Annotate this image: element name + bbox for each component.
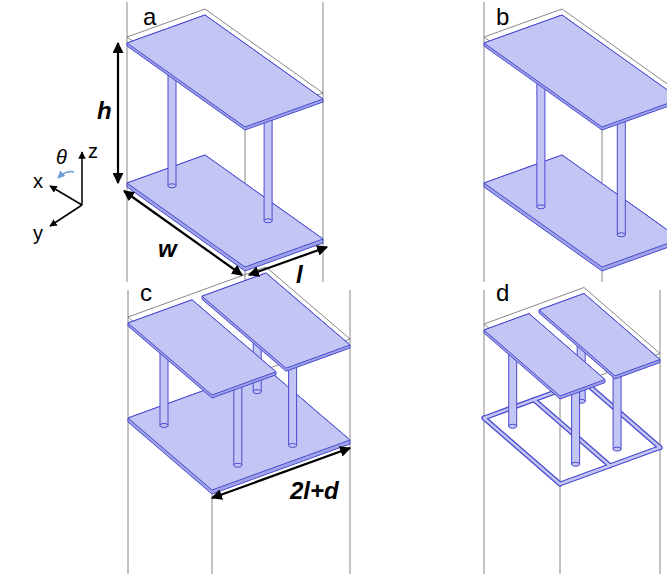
via-base — [253, 390, 261, 394]
panel-letter: b — [496, 4, 509, 30]
dimension-arrow — [124, 191, 242, 275]
dimension-label: h — [97, 98, 112, 124]
plate-edge — [127, 15, 323, 130]
ground-strip-edge — [584, 382, 660, 448]
unit-cell — [484, 2, 667, 282]
dimension-label: w — [158, 236, 177, 262]
dimension-arrow — [249, 247, 327, 275]
x-axis — [50, 186, 82, 205]
axis-label: x — [33, 170, 43, 192]
angle-arrow — [58, 172, 74, 178]
unit-cell — [127, 2, 323, 282]
dimension-label: l — [296, 262, 303, 288]
via-base — [537, 205, 545, 209]
metal-plate — [202, 273, 350, 368]
via-base — [572, 462, 580, 466]
ground-strip — [484, 418, 560, 484]
cell-boundary — [128, 290, 129, 574]
metal-plate — [539, 294, 660, 376]
ground-strip — [584, 382, 660, 448]
unit-cell — [484, 288, 660, 574]
z-axis — [81, 152, 83, 205]
metal-plate — [484, 15, 667, 127]
angle-label: θ — [56, 146, 67, 168]
dimension-arrows — [118, 43, 350, 498]
dimension-label: 2l+d — [290, 478, 339, 504]
via-pillar — [537, 70, 545, 207]
unit-cell — [128, 267, 350, 574]
panel-letter: a — [143, 4, 156, 30]
via-base — [234, 463, 242, 467]
via-base — [289, 443, 297, 447]
plate-edge — [539, 294, 660, 379]
plate-edge — [202, 273, 350, 371]
panel-letter: c — [140, 280, 152, 306]
via-base — [617, 233, 625, 237]
via-base — [613, 447, 621, 451]
via-base — [509, 424, 517, 428]
ground-strip-edge — [484, 418, 560, 484]
cell-boundary — [660, 290, 661, 574]
y-axis — [50, 205, 82, 226]
dimension-arrow — [117, 43, 119, 183]
metal-plate — [127, 155, 323, 267]
plate-edge — [484, 15, 667, 130]
axis-label: z — [88, 140, 98, 162]
cell-boundary — [350, 290, 351, 574]
axis-label: y — [33, 222, 43, 244]
metal-plate — [127, 15, 323, 127]
metal-plate — [484, 155, 667, 267]
unit-cells — [127, 2, 667, 574]
via-base — [160, 423, 168, 427]
via-base — [168, 184, 176, 188]
via-base — [264, 219, 272, 223]
plate-edge — [484, 155, 667, 271]
panel-letter: d — [496, 280, 509, 306]
